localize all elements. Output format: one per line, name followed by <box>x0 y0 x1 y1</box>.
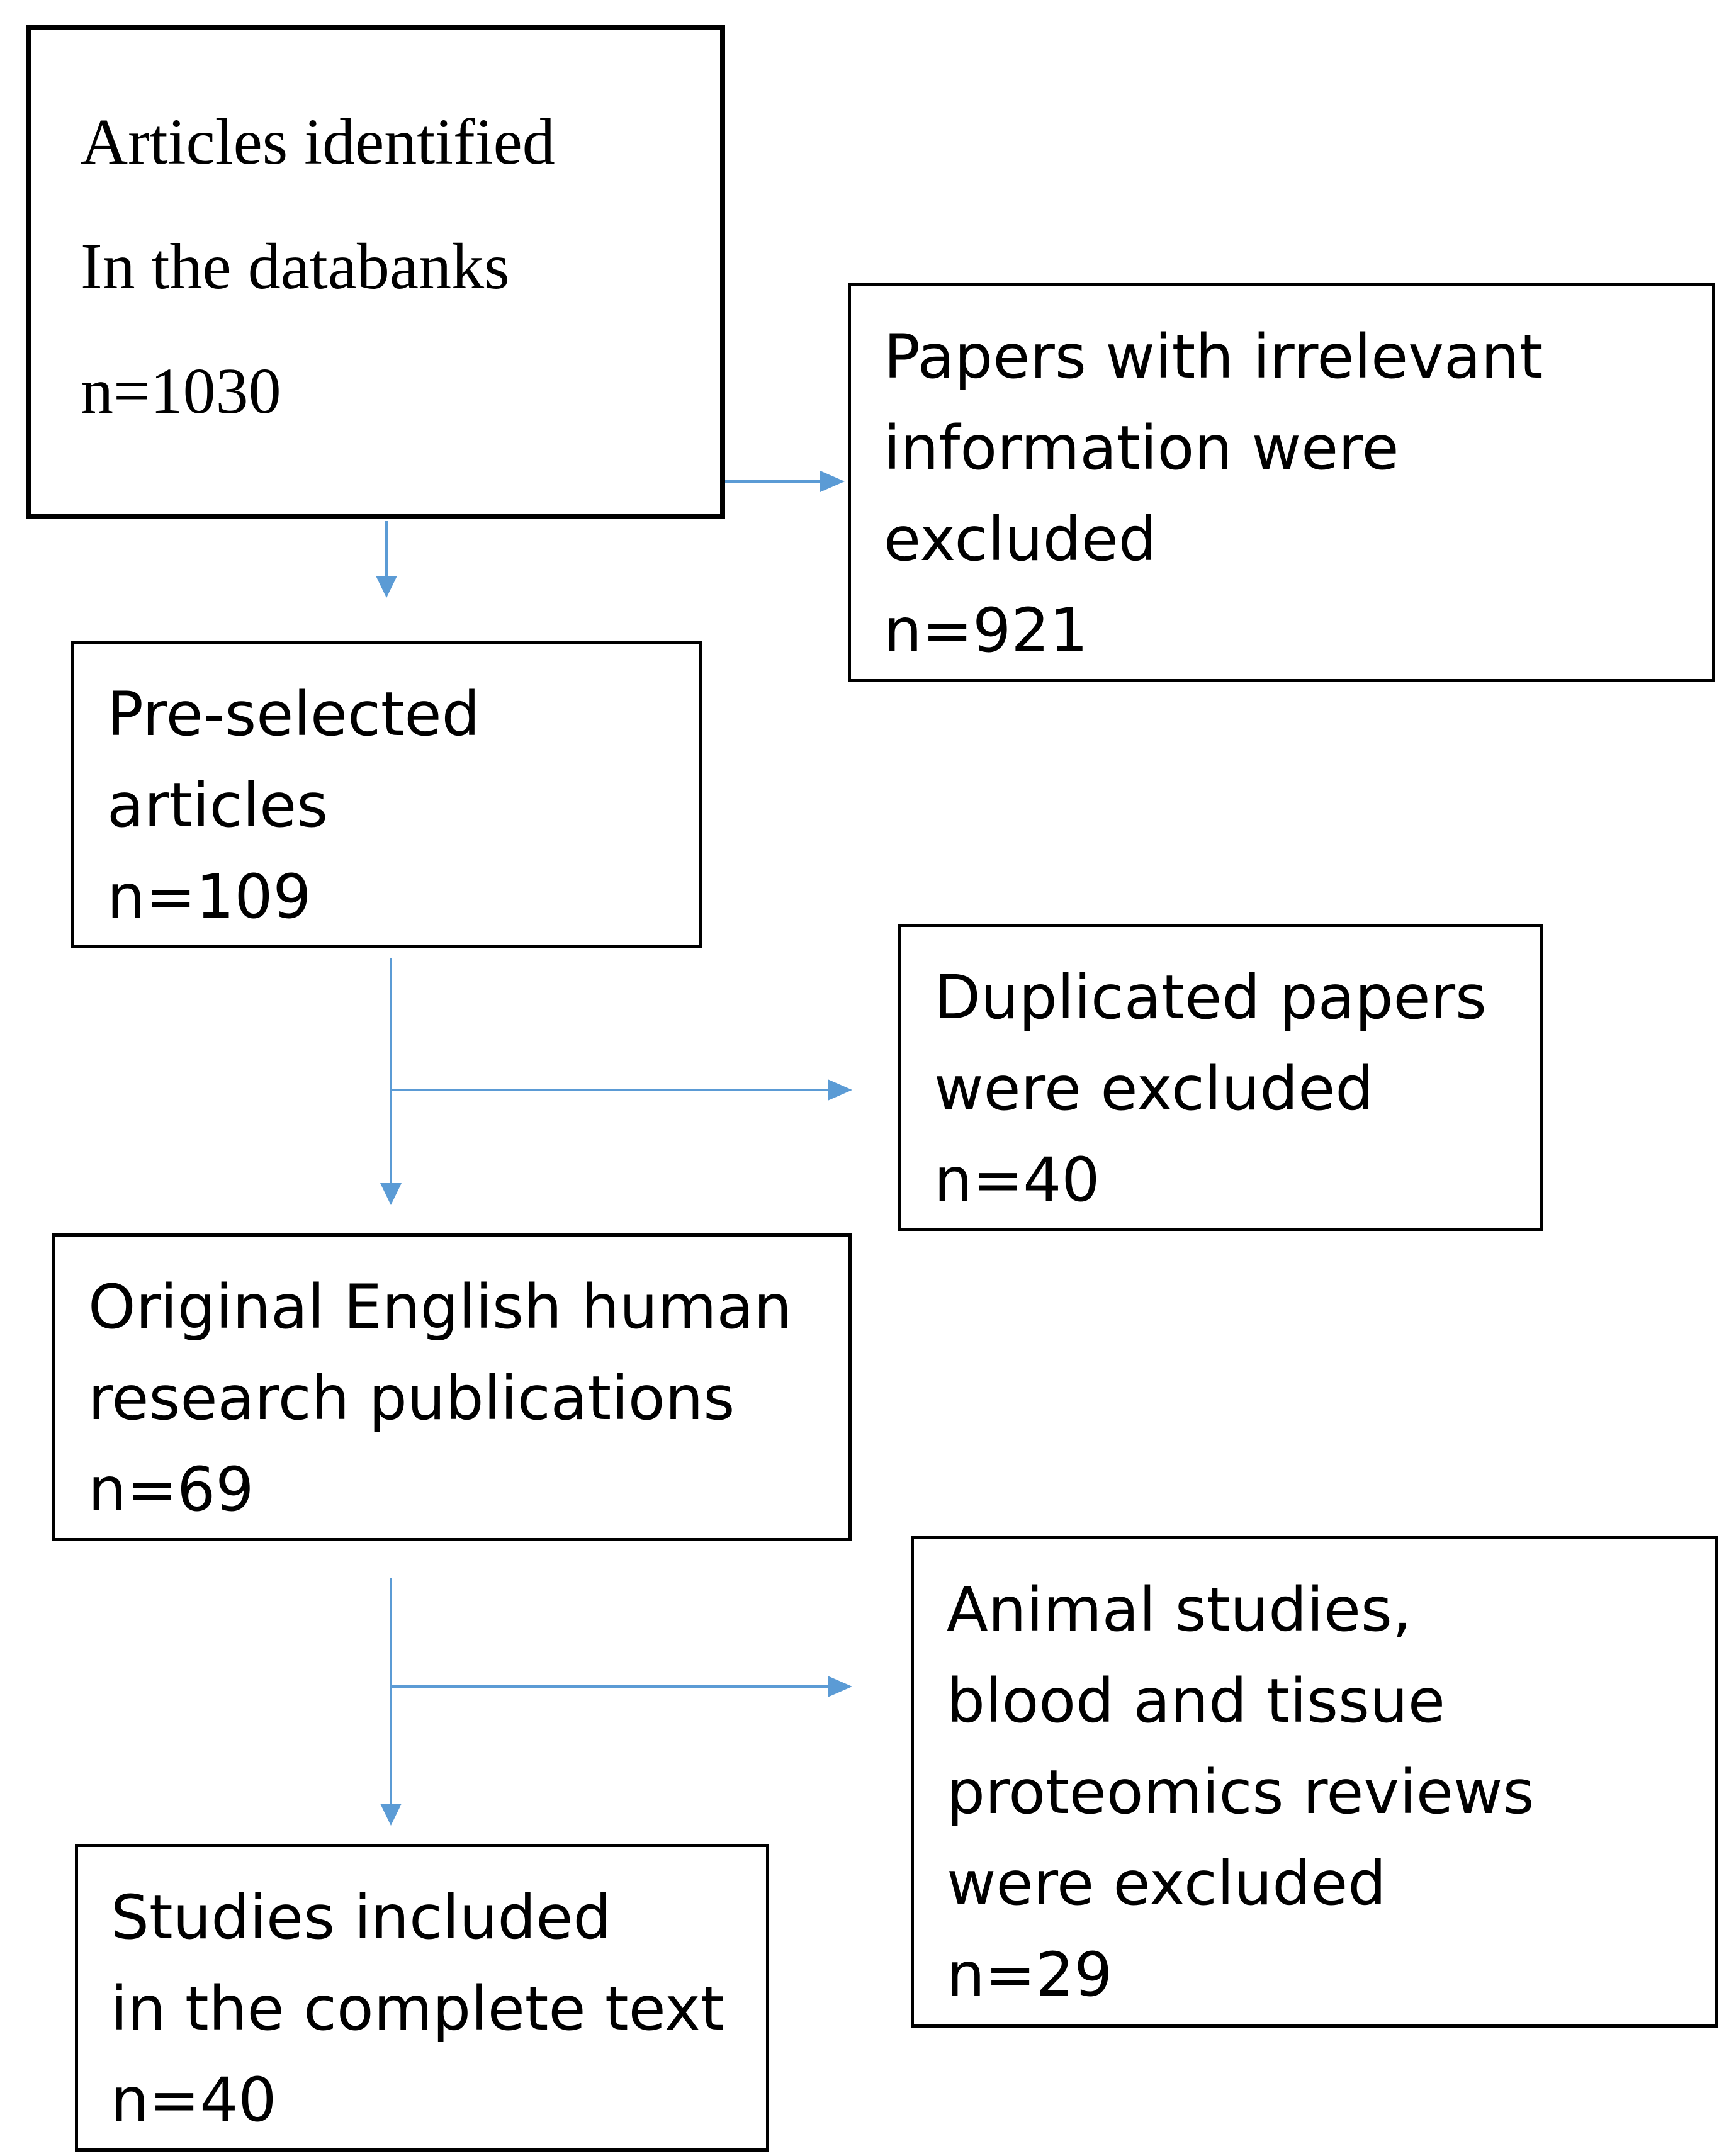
box-text-line: information were <box>884 413 1399 483</box>
box-text-line: Duplicated papers <box>934 962 1487 1033</box>
box-count: n=40 <box>111 2065 277 2135</box>
arrowhead-right <box>828 1079 852 1101</box>
box-text-line: blood and tissue <box>947 1666 1445 1736</box>
box-text-line: articles <box>107 770 329 841</box>
arrowhead-down <box>380 1804 402 1826</box>
studies-included-box: Studies included in the complete text n=… <box>75 1844 769 2152</box>
animal-studies-excluded-box: Animal studies, blood and tissue proteom… <box>911 1536 1718 2028</box>
box-text-line: research publications <box>88 1363 735 1434</box>
box-count: n=69 <box>88 1454 254 1525</box>
box-text-line: Original English human <box>88 1272 792 1342</box>
box-text-line: Pre-selected <box>107 679 480 750</box>
box-count: n=1030 <box>81 355 281 427</box>
box-text-line: In the databanks <box>81 230 510 303</box>
arrowhead-down <box>380 1183 402 1205</box>
box-text-line: proteomics reviews <box>947 1757 1535 1828</box>
box-text-line: Animal studies, <box>947 1575 1412 1645</box>
preselected-articles-box: Pre-selected articles n=109 <box>71 641 702 948</box>
box-text-line: were excluded <box>947 1848 1387 1919</box>
box-count: n=921 <box>884 595 1088 666</box>
box-text-line: were excluded <box>934 1053 1374 1124</box>
box-count: n=40 <box>934 1145 1100 1215</box>
original-english-publications-box: Original English human research publicat… <box>52 1233 852 1541</box>
arrowhead-right <box>828 1676 852 1697</box>
box-text-line: Papers with irrelevant <box>884 322 1543 392</box>
irrelevant-papers-excluded-box: Papers with irrelevant information were … <box>848 283 1715 682</box>
box-count: n=29 <box>947 1940 1113 2010</box>
box-text-line: in the complete text <box>111 1974 724 2044</box>
box-text-line: excluded <box>884 504 1157 575</box>
box-count: n=109 <box>107 862 312 932</box>
duplicated-papers-excluded-box: Duplicated papers were excluded n=40 <box>898 924 1543 1231</box>
box-text-line: Studies included <box>111 1882 612 1953</box>
arrowhead-down <box>376 576 397 598</box>
box-text-line: Articles identified <box>81 106 555 178</box>
arrowhead-right <box>820 471 845 492</box>
articles-identified-box: Articles identified In the databanks n=1… <box>26 25 725 519</box>
